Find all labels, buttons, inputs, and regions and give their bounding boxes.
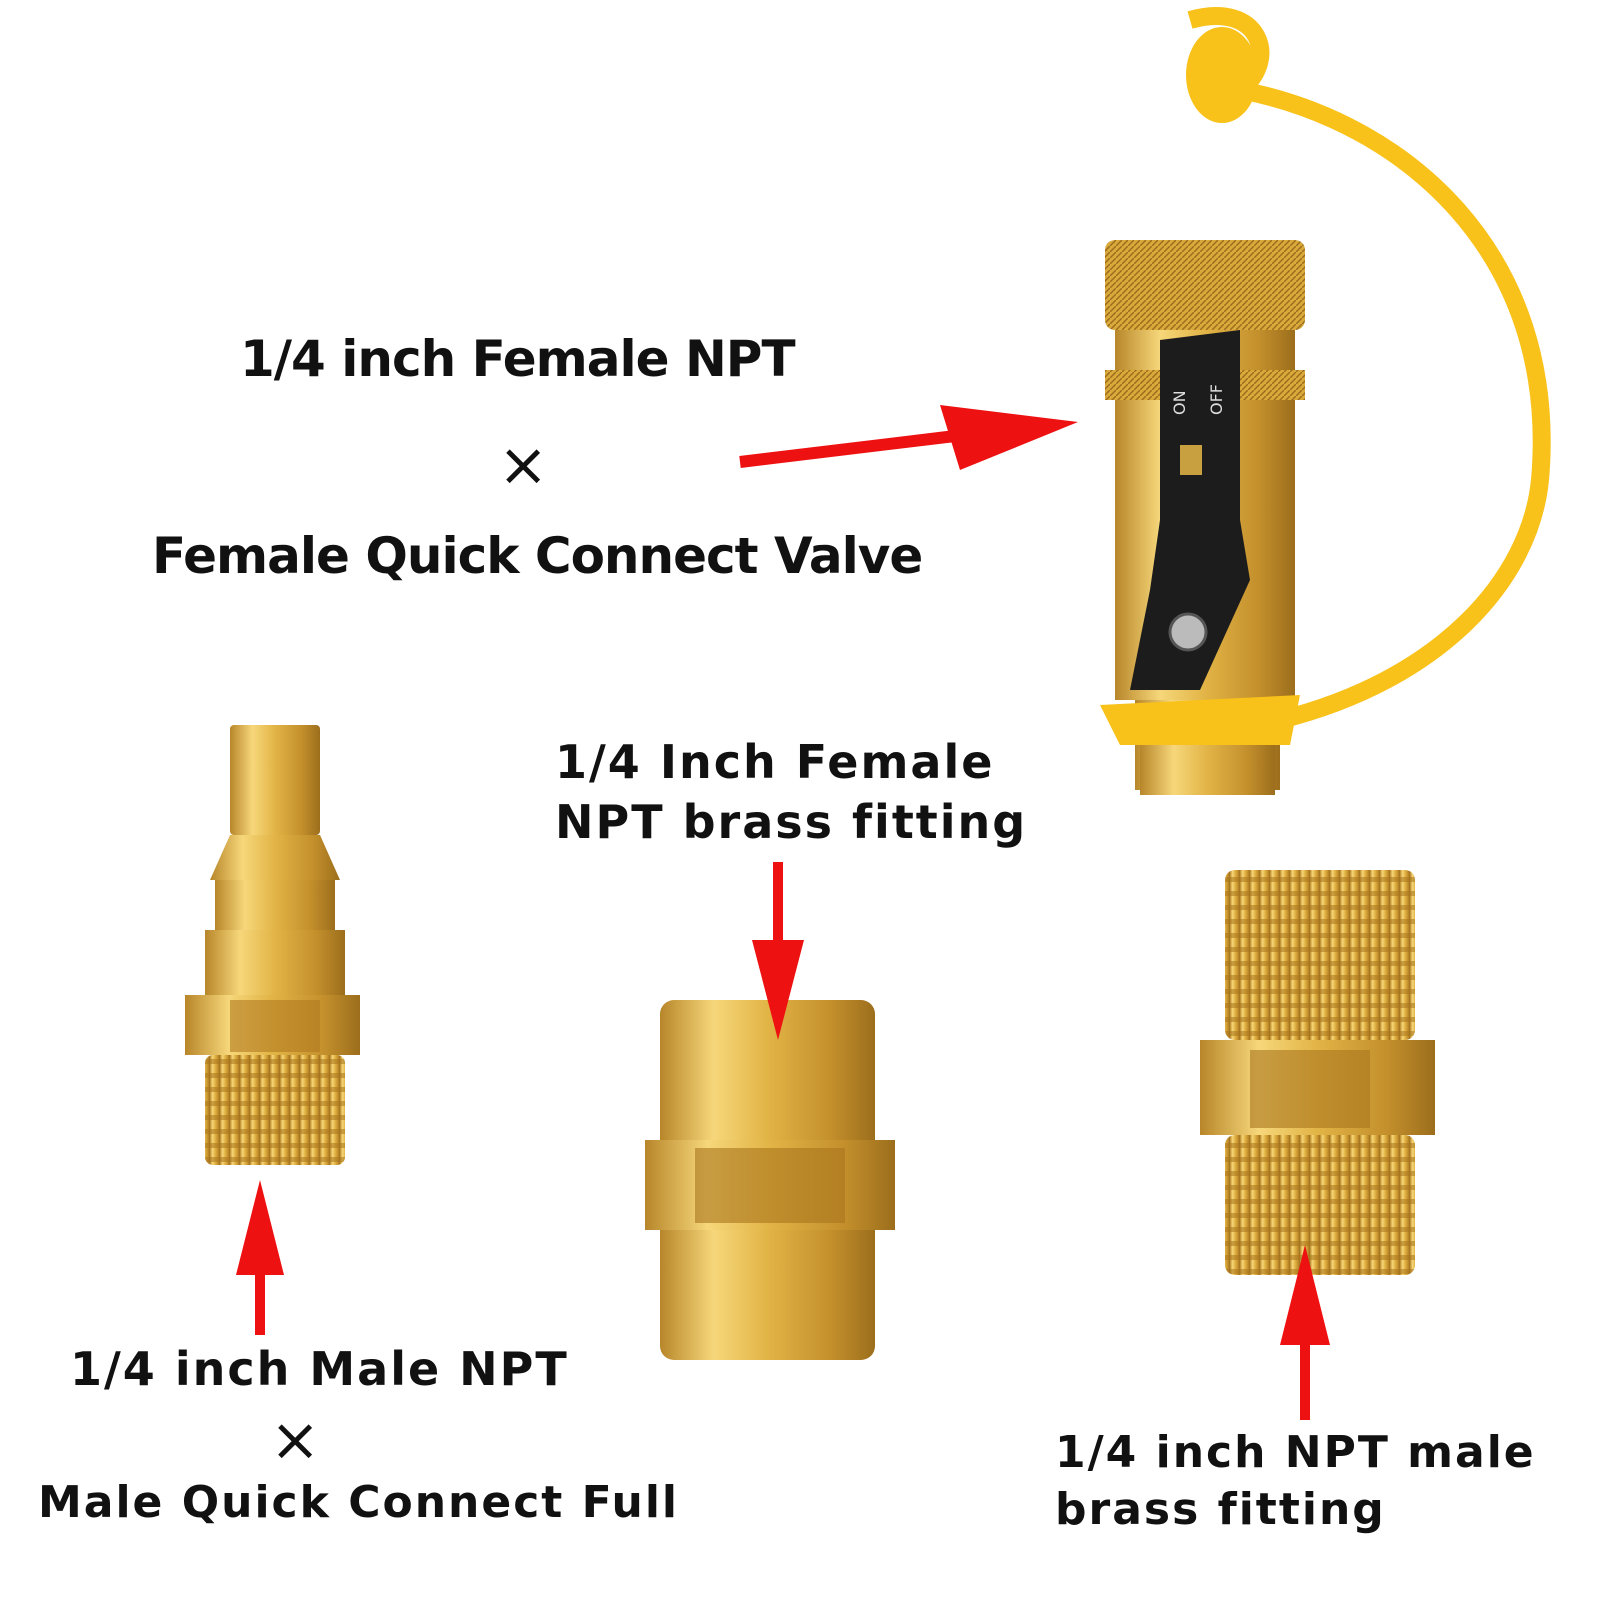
dust-cap <box>1186 27 1258 123</box>
valve-times-sign: × <box>498 430 549 500</box>
nipple-label-line2: brass fitting <box>1055 1484 1386 1535</box>
plug-label-line1: 1/4 inch Male NPT <box>70 1342 569 1396</box>
dust-cap-strap <box>1187 7 1551 729</box>
arrow-to-nipple <box>1280 1245 1330 1420</box>
arrow-to-valve <box>739 405 1078 470</box>
nipple-label-line1: 1/4 inch NPT male <box>1055 1427 1536 1478</box>
arrow-to-coupling <box>752 862 804 1040</box>
valve-label-line1: 1/4 inch Female NPT <box>240 330 796 388</box>
female-npt-coupling <box>645 1000 895 1360</box>
coupling-label-line1: 1/4 Inch Female <box>555 735 995 789</box>
arrow-to-plug <box>236 1180 284 1335</box>
plug-label-line2: Male Quick Connect Full <box>38 1477 679 1528</box>
coupling-label-line2: NPT brass fitting <box>555 795 1028 849</box>
male-npt-nipple <box>1200 870 1435 1275</box>
valve-handle <box>1130 330 1250 690</box>
valve-label-line2: Female Quick Connect Valve <box>152 527 923 585</box>
male-quick-connect-plug <box>185 725 360 1165</box>
off-marking: OFF <box>1207 384 1226 415</box>
plug-times-sign: × <box>270 1405 321 1475</box>
female-quick-connect-valve: ON OFF <box>1100 7 1551 795</box>
arrows <box>236 405 1330 1420</box>
on-marking: ON <box>1170 390 1189 415</box>
